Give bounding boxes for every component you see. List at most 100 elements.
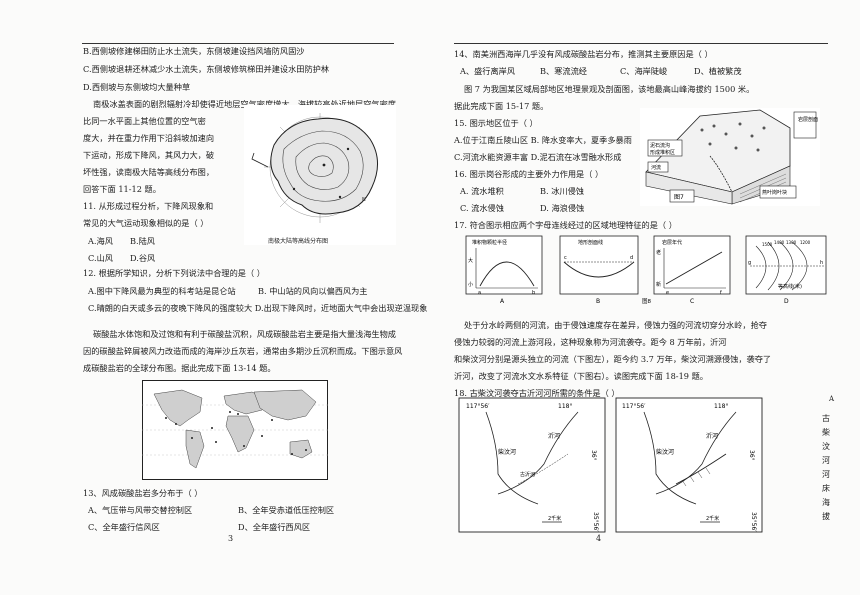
map-river-label: 沂河 <box>706 432 718 440</box>
fig7-label-site: 燕叶岗叶块 <box>762 189 787 196</box>
q13-stem: 13、风成碳酸盐岩多分布于（ ） <box>83 488 203 498</box>
fig8-c-letter-e: e <box>666 290 669 296</box>
map-lat-label: 36° <box>748 450 755 461</box>
fig8-panel-b: 地形剖面线 c d B <box>559 235 639 305</box>
q15-option-cd: C.河流水能资源丰富 D.泥石流在冰雪融水形成 <box>454 152 622 162</box>
q16-option-a: A. 流水堆积 <box>460 186 504 196</box>
fig8-b-letter-d: d <box>630 255 633 261</box>
q14-option-a: A、盛行离岸风 <box>460 66 516 76</box>
q11-option-d: D.谷风 <box>130 253 156 263</box>
q13-option-c: C、全年盛行信风区 <box>88 522 160 532</box>
q16-stem: 16. 图示岗谷形成的主要外力作用是（ ） <box>454 169 604 179</box>
fig7-label-debris: 泥石流沟 <box>650 142 670 149</box>
fig8-c-caption: C <box>690 298 694 305</box>
fig7-label: 图7 <box>674 194 684 201</box>
fig8-panel-d: 1500 1400 1300 1200 g h 等高线(米) D <box>745 235 827 305</box>
map-lon-label: 117°56′ <box>466 403 490 410</box>
passage-text: 沂河，改变了河流水文水系特征（下图右）。读图完成下面 18-19 题。 <box>454 371 708 381</box>
side-label: A <box>829 395 835 403</box>
fig8-c-letter-f: f <box>720 290 722 296</box>
page-number: 4 <box>596 534 602 543</box>
fig8-a-letter-b: b <box>532 290 535 296</box>
svg-text:N: N <box>362 197 366 203</box>
fig8-label: 图8 <box>642 297 652 305</box>
q12-option-cd: C.晴朗的白天或多云的夜晚下降风的强度较大 D.出现下降风时，近地面大气中会出现… <box>88 303 427 314</box>
q16-option-c: C. 流水侵蚀 <box>460 203 504 213</box>
q13-option-b: B、全年受赤道低压控制区 <box>238 505 335 515</box>
map-river-label: 沂河 <box>548 432 560 440</box>
fig7-label-deposit: 形成堆积区 <box>650 149 675 156</box>
passage-text: 侵蚀力较弱的河流上游河段，这种现象称为河流袭夺。距今 8 万年前，沂河 <box>454 337 727 347</box>
q11-stem: 11. 从形成过程分析，下降风现象和 <box>83 201 214 211</box>
q12-stem: 12. 根据所学知识，分析下列说法中合理的是（ ） <box>83 268 265 278</box>
q13-option-d: D、全年盛行西风区 <box>238 522 311 532</box>
fig7-intro: 图 7 为我国某区域局部地区地理景观及剖面图，该地最高山峰海拔约 1500 米。 <box>464 84 755 94</box>
q14-option-d: D、植被繁茂 <box>694 66 742 76</box>
q17-stem: 17. 符合图示相应两个字母连线经过的区域地理特征的是（ ） <box>454 220 677 230</box>
fig7-label-rock: 岩层剖面 <box>798 116 818 123</box>
q16-option-b: B. 冰川侵蚀 <box>540 186 584 196</box>
antarctica-contour-map: N <box>244 105 396 245</box>
carbonate-world-map <box>142 380 328 480</box>
q14-option-c: C、海岸陡峻 <box>620 66 668 76</box>
figure-7-landscape: 岩层剖面 泥石流沟 形成堆积区 河流 燕叶岗叶块 图7 <box>640 108 820 206</box>
antarctica-caption: 南极大陆等高线分布图 <box>268 238 329 245</box>
fig8-d-tick: 1400 <box>774 240 785 245</box>
header-rule <box>82 43 394 44</box>
fig8-panel-c: 岩层年代 老 新 e f C <box>653 235 731 305</box>
fig8-a-ytop: 大 <box>468 257 473 264</box>
q11-option-a: A.海风 <box>88 236 113 246</box>
fig8-a-title: 堆积物颗粒半径 <box>472 239 507 246</box>
passage-text: 碳酸盐水体饱和及过饱和有利于碳酸盐沉积，风成碳酸盐岩主要是指大量浅海生物成 <box>93 329 396 339</box>
map-lon-label: 118° <box>714 403 728 410</box>
q16-option-d: D. 海浪侵蚀 <box>540 203 585 213</box>
fig8-panel-a: 堆积物颗粒半径 大 小 a b A <box>465 235 543 305</box>
fig8-d-letter-h: h <box>820 260 823 266</box>
passage-text: 南极冰盖表面的剧烈辐射冷却使得近地层空气密度增大，海拔较高处近地层空气密度 <box>93 99 396 109</box>
q10-option-d: D.西侧坡与东侧坡均大量种草 <box>83 82 191 92</box>
map-lon-label: 117°56′ <box>622 403 646 410</box>
fig8-b-title: 地形剖面线 <box>578 239 603 246</box>
fig8-c-ybottom: 新 <box>656 281 661 288</box>
map-scale-label: 2千米 <box>548 515 561 522</box>
passage-text: 坏性强，读南极大陆等高线分布图， <box>83 167 215 177</box>
q10-option-b: B.西侧坡修建梯田防止水土流失，东侧坡建设挡风墙防风固沙 <box>83 46 305 56</box>
side-vertical-label: 古柴汶河河床海拔 <box>822 414 830 521</box>
passage-text: 和柴汶河分别是源头独立的河流（下图左），距今约 3.7 万年，柴汶河溯源侵蚀，袭… <box>454 354 772 364</box>
map-scale-label: 2千米 <box>706 515 719 522</box>
figure-8-panels: 堆积物颗粒半径 大 小 a b A 地形剖面线 c d B 岩层年代 老 新 <box>465 235 827 305</box>
passage-text: 下运动，形成下降风，其风力大，破 <box>83 150 215 160</box>
q12-option-a: A.图中下降风最为典型的科考站是昆仑站 <box>88 286 236 296</box>
fig8-d-caption: D <box>784 298 789 305</box>
right-page: 14、南美洲西海岸几乎没有风成碳酸盐岩分布，推测其主要原因是（ ） A、盛行离岸… <box>430 0 860 595</box>
header-rule <box>454 43 828 44</box>
q12-option-c: C.晴朗的白天或多云的夜晚下降风的强度较大 <box>88 303 253 313</box>
map-river-label: 柴汶河 <box>656 448 674 456</box>
river-map-right: 117°56′ 118° 36° 35°56′ 沂河 柴汶河 2千米 <box>615 397 763 533</box>
map-lon-label: 118° <box>558 403 572 410</box>
map-lat-label: 35°56′ <box>750 512 757 532</box>
fig8-d-title: 等高线(米) <box>778 283 802 290</box>
fig8-a-ybottom: 小 <box>468 281 473 288</box>
q15-option-ab: A.位于江南丘陵山区 B. 降水变率大，夏季多暴雨 <box>454 135 632 145</box>
map-town-label: 古沂河 <box>520 471 535 478</box>
q12-option-b: B. 中山站的风向以偏西风为主 <box>258 286 368 296</box>
fig8-d-tick: 1200 <box>800 240 811 245</box>
fig8-d-tick: 1500 <box>762 242 773 247</box>
left-page: B.西侧坡修建梯田防止水土流失，东侧坡建设挡风墙防风固沙 C.西侧坡退耕还林减少… <box>82 43 427 543</box>
fig7-label-river: 河流 <box>651 164 661 171</box>
fig8-c-ytop: 老 <box>656 249 661 256</box>
passage-text: 处于分水岭两侧的河流，由于侵蚀速度存在差异，侵蚀力强的河流切穿分水岭，抢夺 <box>464 320 767 330</box>
q14-stem: 14、南美洲西海岸几乎没有风成碳酸盐岩分布，推测其主要原因是（ ） <box>454 49 713 59</box>
fig8-d-tick: 1300 <box>786 240 797 245</box>
q11-stem: 常见的大气运动现象相似的是（ ） <box>83 218 209 228</box>
q10-option-c: C.西侧坡退耕还林减少水土流失，东侧坡修筑梯田并建设水田防护林 <box>83 64 330 74</box>
passage-text: 因的碳酸盐碎屑被风力改造而成的海岸沙丘灰岩，通常由多期沙丘沉积而成。下图示意风 <box>83 346 403 356</box>
fig8-b-letter-c: c <box>564 255 567 261</box>
river-capture-maps: 117°56′ 118° 36° 35°56′ 沂河 柴汶河 古沂河 2千米 1… <box>458 397 763 533</box>
page-number: 3 <box>228 534 234 543</box>
passage-text: 比同一水平面上其他位置的空气密 <box>83 116 206 126</box>
q15-stem: 15. 图示地区位于（ ） <box>454 118 538 128</box>
q14-option-b: B、寒流流经 <box>540 66 587 76</box>
q11-option-c: C.山风 <box>88 253 113 263</box>
